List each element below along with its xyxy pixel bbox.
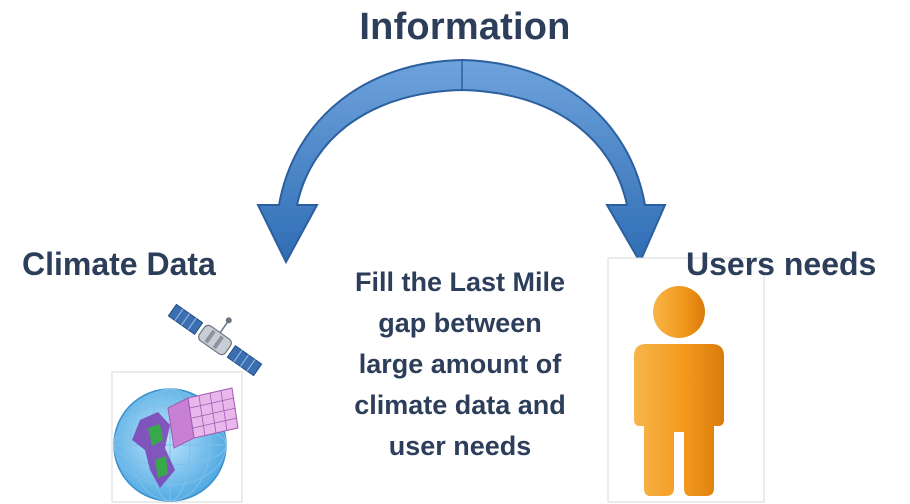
center-description: Fill the Last Mile gap between large amo… <box>310 262 610 467</box>
center-line: climate data and <box>354 390 566 420</box>
data-cube-grid <box>167 387 239 449</box>
users-needs-label: Users needs <box>686 246 877 282</box>
double-curved-arrow-icon <box>256 58 667 265</box>
climate-data-label: Climate Data <box>22 246 216 282</box>
person-icon <box>634 286 724 496</box>
satellite-icon <box>167 303 263 377</box>
diagram-title: Information <box>359 6 571 48</box>
climate-data-illustration <box>111 303 263 503</box>
center-line: large amount of <box>358 349 562 379</box>
center-line: gap between <box>378 308 542 338</box>
center-line: Fill the Last Mile <box>354 267 566 297</box>
center-line: user needs <box>388 431 532 461</box>
users-needs-illustration <box>607 257 765 503</box>
